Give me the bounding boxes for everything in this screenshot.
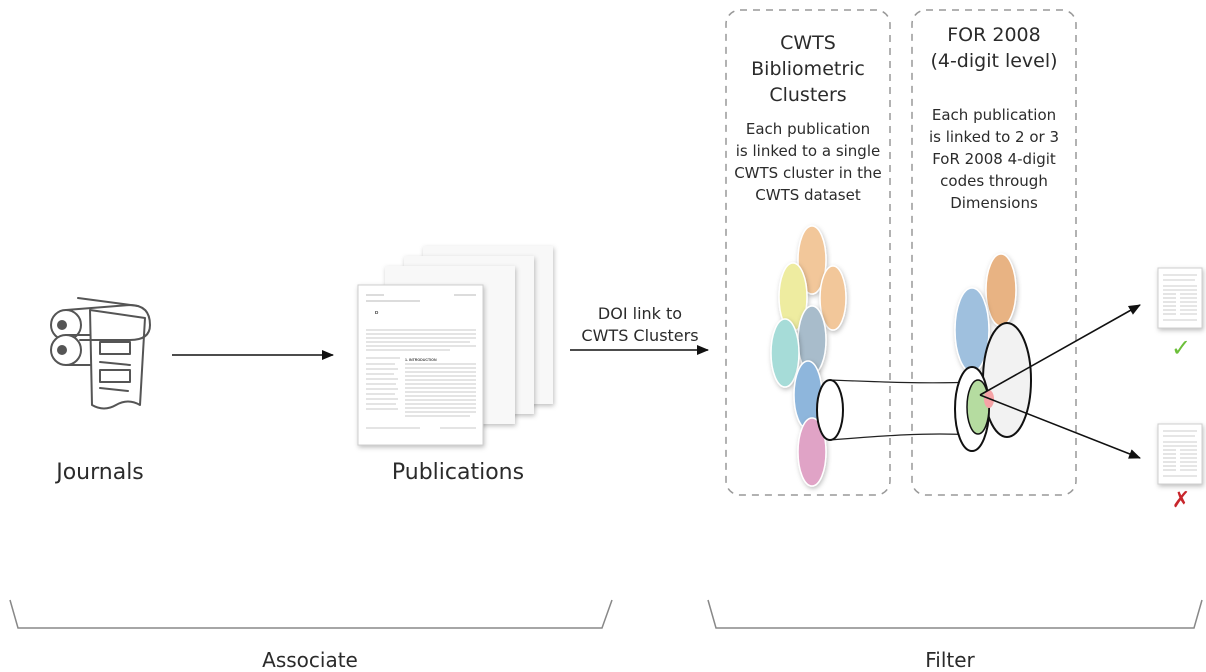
stage-associate-label: Associate (262, 648, 358, 672)
filter-brace (707, 599, 1203, 629)
for-green (966, 379, 990, 435)
cwts-box-title: CWTS Bibliometric Clusters (751, 32, 865, 106)
publications-label: Publications (391, 460, 525, 485)
publications-stack: D (357, 246, 553, 446)
cluster-teal (770, 318, 800, 388)
for-2008-box (911, 9, 1077, 496)
cluster-pink (797, 417, 827, 487)
journals-icon (50, 297, 151, 410)
paper-title: D (375, 310, 379, 315)
cwts-clusters-box (725, 9, 891, 496)
associate-brace (9, 599, 613, 629)
front-paper: D (357, 284, 484, 446)
for-code-group (954, 253, 1032, 452)
cwts-box-description: Each publication is linked to a single C… (734, 120, 882, 204)
selected-cluster-ring (816, 379, 844, 441)
journals-label: Journals (56, 460, 144, 485)
link-bottom-line (829, 433, 973, 441)
check-mark-icon: ✓ (1170, 334, 1192, 362)
rejected-arrow (979, 394, 1141, 459)
paper-section-heading: 1. INTRODUCTION (405, 358, 437, 362)
cross-mark-icon: ✗ (1171, 488, 1191, 513)
stage-filter-label: Filter (925, 648, 975, 672)
link-top-line (829, 379, 973, 384)
paper-body-lines (366, 329, 476, 429)
for-box-title: FOR 2008 (4-digit level) (930, 24, 1058, 72)
for-box-description: Each publication is linked to 2 or 3 FoR… (928, 106, 1060, 212)
accepted-arrow (979, 304, 1141, 396)
cwts-cluster-group (770, 225, 847, 487)
doi-link-label: DOI link to CWTS Clusters (581, 304, 699, 345)
rejected-paper-thumbnail (1157, 423, 1203, 485)
accepted-paper-thumbnail (1157, 267, 1203, 329)
for-orange (985, 253, 1017, 327)
cluster-orange-small (819, 265, 847, 331)
